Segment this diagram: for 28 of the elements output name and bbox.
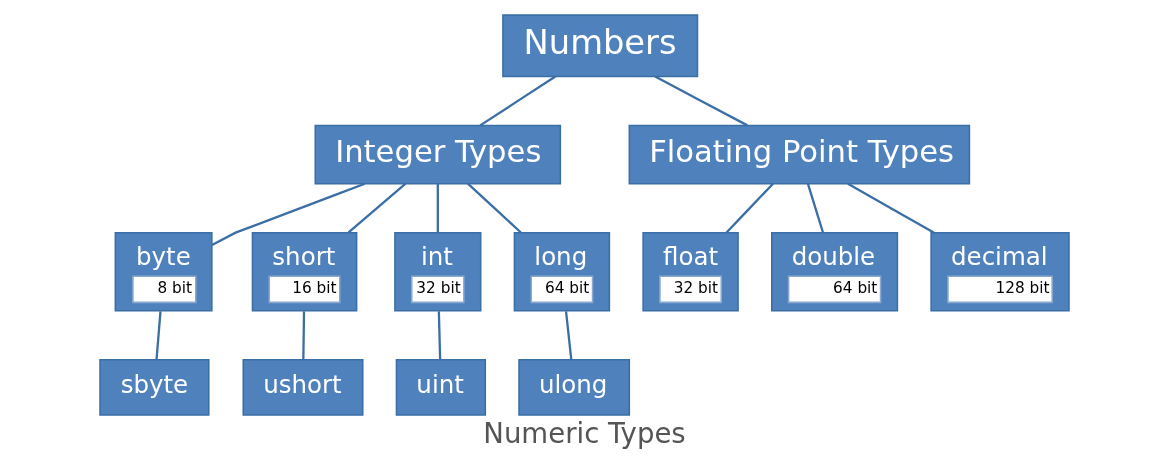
connector [479,75,556,126]
node-box: ushort [242,358,363,416]
connector [301,310,305,359]
connector [564,310,572,360]
node-box: int 32 bit [393,231,481,312]
connector [654,74,748,126]
node-box: Numbers [501,13,698,77]
connector [436,183,439,232]
node-box: sbyte [98,358,210,416]
node-box: decimal 128 bit [929,231,1070,312]
node-box: Floating Point Types [628,124,970,184]
node-box: byte 8 bit [114,231,213,312]
connector [437,310,441,360]
connector [725,182,774,233]
node-box: long 64 bit [513,231,610,312]
node-box: ulong [517,358,630,416]
node-box: short 16 bit [251,231,357,312]
node-box: float 32 bit [641,231,739,312]
node-box: uint [395,358,486,416]
node-box: Integer Types [314,124,561,184]
connector [806,182,824,233]
caption: Numeric Types [482,416,686,450]
connector [154,310,162,360]
connector [210,182,365,246]
connector [846,182,934,233]
node-box: double 64 bit [770,231,898,312]
connector [347,182,406,233]
connector [466,182,522,233]
